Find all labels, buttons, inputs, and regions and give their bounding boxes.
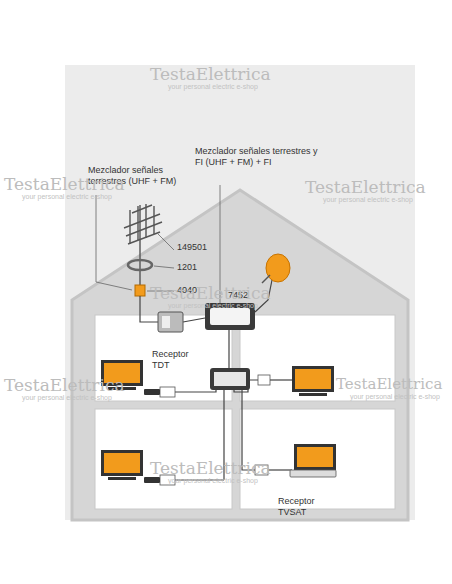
- watermark-tagline: your personal electric e-shop: [168, 83, 258, 91]
- callout-label: 149501: [177, 242, 207, 253]
- watermark-tagline: your personal electric e-shop: [22, 193, 112, 201]
- callout-label: Mezclador señales terrestres y FI (UHF +…: [195, 146, 320, 168]
- watermark: TestaElettrica: [336, 375, 442, 393]
- callout-label: 1201: [177, 262, 197, 273]
- watermark: TestaElettrica: [4, 174, 125, 194]
- watermark-tagline: your personal electric e-shop: [22, 394, 112, 402]
- watermark: TestaElettrica: [4, 375, 125, 395]
- callout-label: Receptor TVSAT: [278, 496, 338, 518]
- callout-label: Receptor TDT: [152, 349, 200, 371]
- watermark-tagline: your personal electric e-shop: [168, 477, 258, 485]
- watermark-tagline: your personal electric e-shop: [168, 302, 258, 310]
- watermark-tagline: your personal electric e-shop: [323, 196, 413, 204]
- watermark: TestaElettrica: [150, 64, 271, 84]
- watermark: TestaElettrica: [150, 283, 271, 303]
- watermark-tagline: your personal electric e-shop: [350, 393, 440, 401]
- watermark: TestaElettrica: [305, 177, 426, 197]
- watermark: TestaElettrica: [150, 458, 271, 478]
